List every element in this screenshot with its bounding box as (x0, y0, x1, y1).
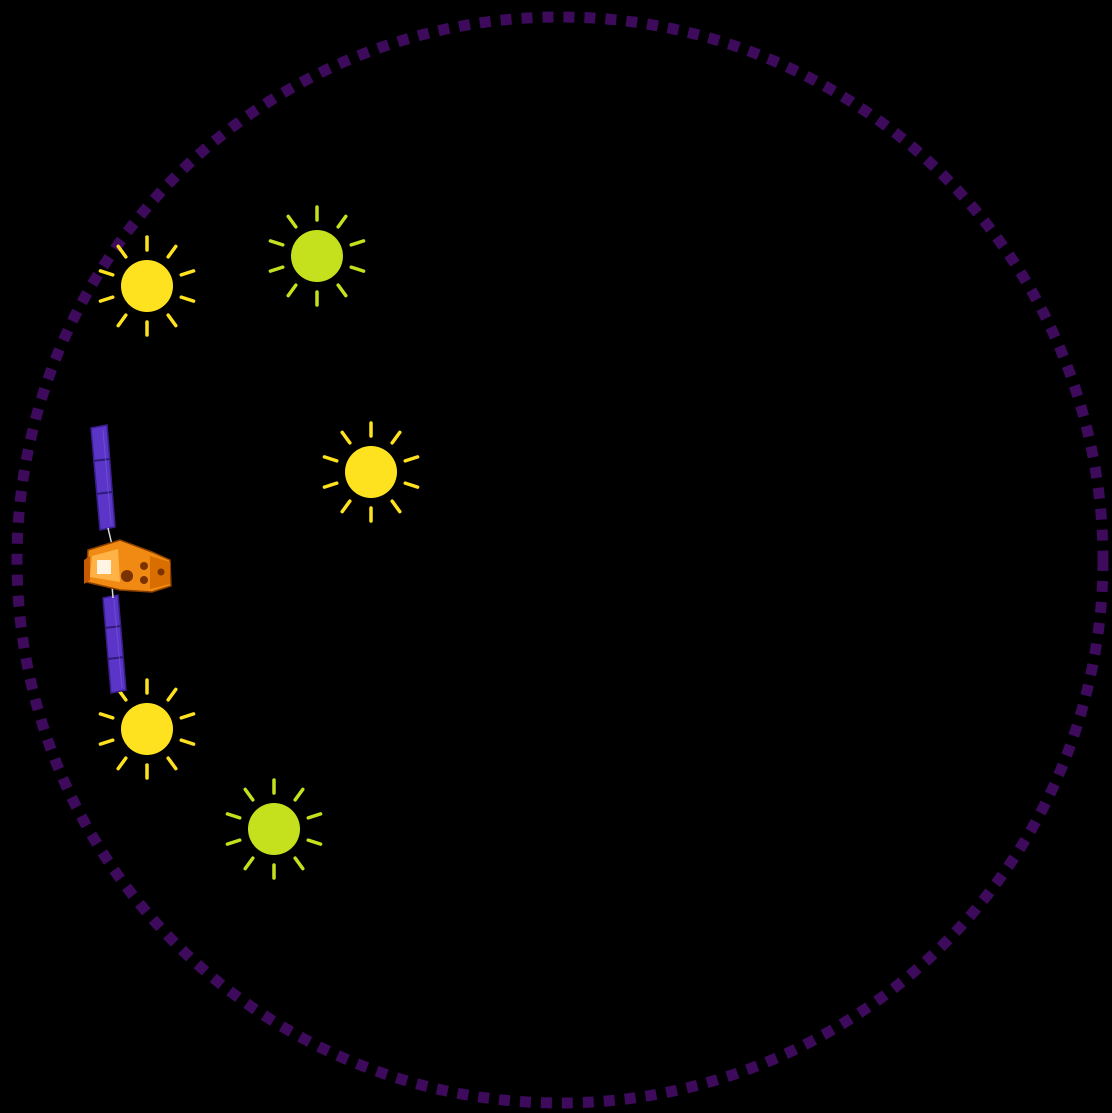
sun-disc (248, 803, 300, 855)
sun-disc (121, 260, 173, 312)
sun-disc (345, 446, 397, 498)
sun-disc (291, 230, 343, 282)
sun-disc (121, 703, 173, 755)
